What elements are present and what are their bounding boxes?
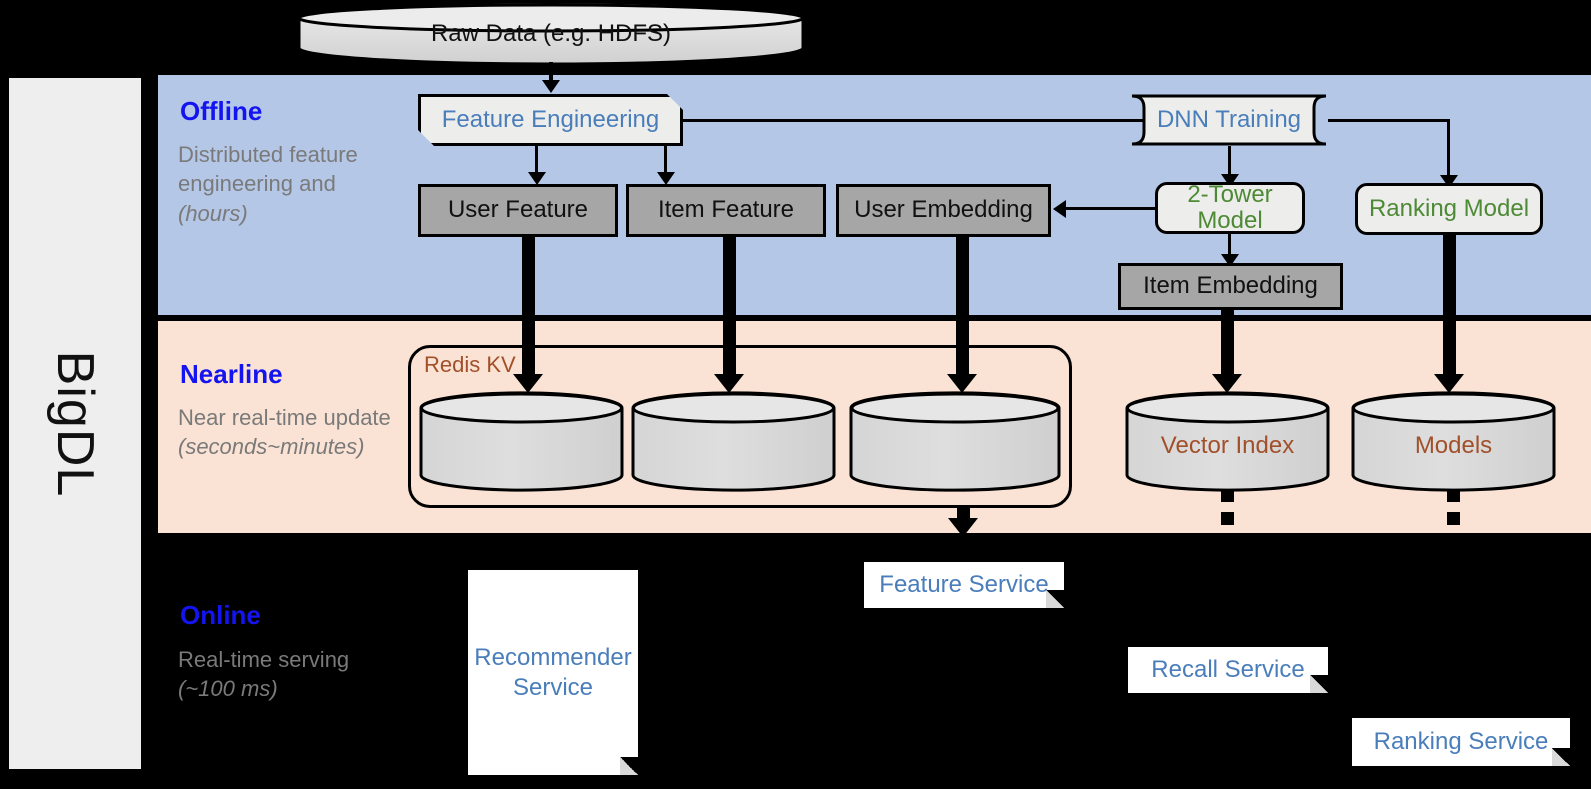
redis-kv-label: Redis KV bbox=[424, 352, 516, 377]
pipe-models-ranking-seg2 bbox=[1447, 512, 1460, 525]
arrowhead-redis-featureservice bbox=[948, 518, 978, 537]
redis-store-2[interactable] bbox=[630, 391, 837, 492]
framework-name: BigDL bbox=[46, 350, 104, 497]
connector-2tower-userembedding bbox=[1066, 207, 1158, 210]
framework-sidebar: BigDL bbox=[6, 75, 144, 772]
connector-dnn-2tower bbox=[1228, 146, 1231, 180]
page-fold-shade-icon bbox=[1552, 748, 1570, 766]
recommender-service-label: Recommender Service bbox=[474, 643, 632, 701]
feature-engineering-label: Feature Engineering bbox=[441, 105, 660, 133]
stage-desc-offline: Distributed feature engineering and (hou… bbox=[178, 142, 358, 226]
stage-title-offline: Offline bbox=[180, 96, 263, 126]
arrowhead-fe-userfeature bbox=[528, 172, 546, 185]
pipe-userembedding-redis bbox=[956, 237, 969, 380]
user-feature-store[interactable]: User Feature bbox=[418, 184, 618, 237]
stage-title-nearline: Nearline bbox=[180, 359, 283, 389]
arrowhead-itemembedding-vectorindex bbox=[1212, 374, 1242, 393]
recall-service-node[interactable]: Recall Service bbox=[1128, 647, 1328, 693]
two-tower-model-node[interactable]: 2-Tower Model bbox=[1155, 180, 1305, 234]
redis-store-3[interactable] bbox=[848, 391, 1062, 492]
vector-index-store[interactable]: Vector Index bbox=[1124, 391, 1331, 492]
pipe-vectorindex-recall-seg2 bbox=[1221, 512, 1234, 525]
item-feature-label: Item Feature bbox=[657, 196, 795, 224]
arrowhead-userembedding-redis bbox=[947, 374, 977, 393]
dnn-training-node[interactable]: DNN Training bbox=[1130, 94, 1328, 146]
models-store[interactable]: Models bbox=[1350, 391, 1557, 492]
page-fold-shade-icon bbox=[620, 757, 638, 775]
two-tower-model-label: 2-Tower Model bbox=[1187, 180, 1273, 234]
connector-rawdata-fe bbox=[549, 62, 553, 84]
arrowhead-itemfeature-redis bbox=[714, 374, 744, 393]
pipe-itemfeature-redis bbox=[723, 237, 736, 380]
models-label: Models bbox=[1414, 432, 1493, 459]
arrowhead-fe-itemfeature bbox=[657, 172, 675, 185]
arrowhead-2tower-userembedding bbox=[1053, 200, 1066, 218]
user-feature-label: User Feature bbox=[447, 196, 589, 224]
raw-data-store: Raw Data (e.g. HDFS) bbox=[296, 2, 806, 64]
arrowhead-userfeature-redis bbox=[513, 374, 543, 393]
connector-fe-itemfeature bbox=[664, 146, 667, 178]
connector-2tower-itemembedding bbox=[1228, 234, 1231, 262]
ranking-service-label: Ranking Service bbox=[1373, 728, 1549, 755]
user-embedding-store[interactable]: User Embedding bbox=[836, 184, 1051, 237]
feature-service-node[interactable]: Feature Service bbox=[864, 562, 1064, 608]
ranking-model-node[interactable]: Ranking Model bbox=[1355, 183, 1543, 235]
connector-fe-dnn bbox=[683, 119, 1153, 122]
pipe-models-ranking-seg1 bbox=[1447, 489, 1460, 502]
item-embedding-label: Item Embedding bbox=[1143, 272, 1318, 300]
recommender-service-node[interactable]: Recommender Service bbox=[468, 570, 638, 775]
ranking-service-node[interactable]: Ranking Service bbox=[1352, 718, 1570, 766]
page-fold-shade-icon bbox=[1046, 590, 1064, 608]
vector-index-label: Vector Index bbox=[1160, 432, 1295, 459]
arrowhead-rawdata-fe bbox=[542, 80, 560, 93]
feature-service-label: Feature Service bbox=[879, 571, 1049, 598]
connector-dnn-ranking-h bbox=[1328, 119, 1450, 122]
dnn-training-label: DNN Training bbox=[1156, 106, 1302, 133]
stage-desc-online: Real-time serving (~100 ms) bbox=[178, 647, 350, 702]
stage-desc-nearline: Near real-time update (seconds~minutes) bbox=[178, 405, 391, 460]
arrowhead-rankingmodel-models bbox=[1434, 374, 1464, 393]
stage-title-online: Online bbox=[180, 600, 261, 630]
recall-service-label: Recall Service bbox=[1151, 656, 1305, 683]
user-embedding-label: User Embedding bbox=[854, 196, 1033, 224]
item-embedding-store[interactable]: Item Embedding bbox=[1118, 263, 1343, 310]
connector-dnn-ranking-v bbox=[1447, 119, 1450, 181]
pipe-rankingmodel-models bbox=[1443, 234, 1456, 380]
raw-data-label: Raw Data (e.g. HDFS) bbox=[430, 20, 672, 47]
feature-engineering-node[interactable]: Feature Engineering bbox=[418, 94, 683, 146]
pipe-userfeature-redis bbox=[522, 237, 535, 380]
redis-kv-group bbox=[408, 345, 1072, 508]
item-feature-store[interactable]: Item Feature bbox=[626, 184, 826, 237]
connector-fe-userfeature bbox=[535, 146, 538, 178]
page-fold-shade-icon bbox=[1310, 675, 1328, 693]
pipe-vectorindex-recall-seg1 bbox=[1221, 489, 1234, 502]
pipe-itemembedding-vectorindex bbox=[1221, 310, 1234, 380]
ranking-model-label: Ranking Model bbox=[1368, 194, 1530, 222]
redis-store-1[interactable] bbox=[418, 391, 625, 492]
